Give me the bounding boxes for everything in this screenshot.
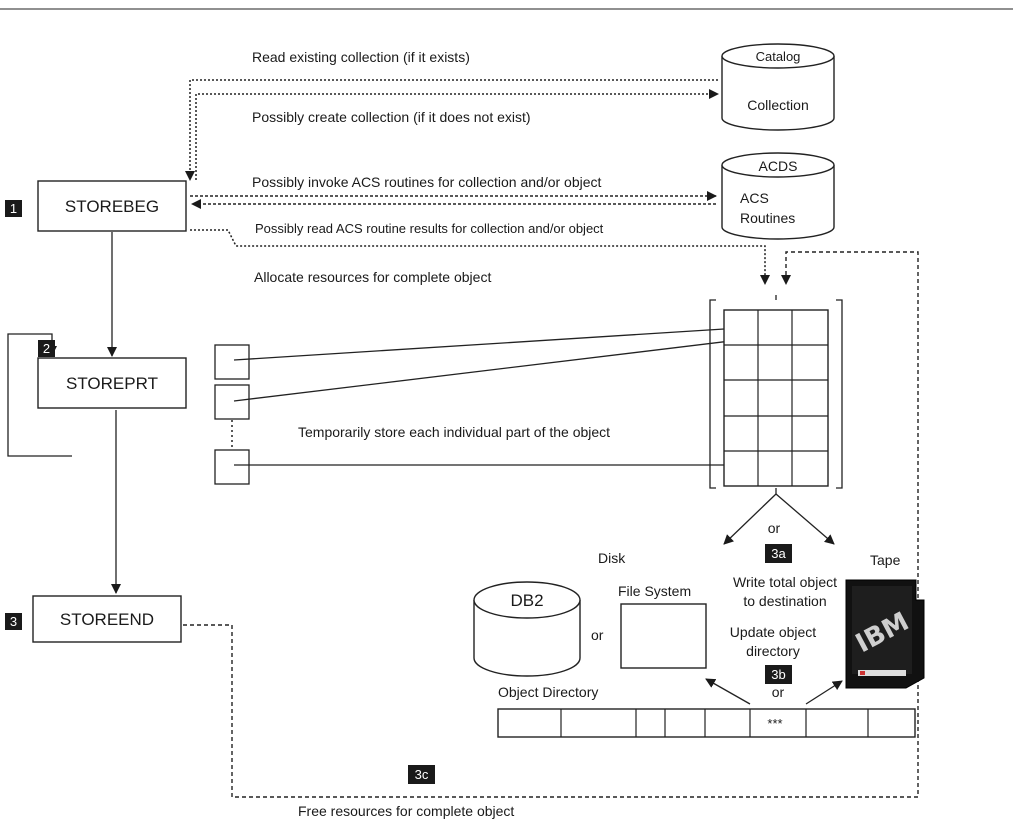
part-box: [214, 344, 250, 380]
storeend-box: [32, 595, 182, 643]
temp-store-text: Temporarily store each individual part o…: [298, 424, 610, 440]
collection-label: Collection: [747, 97, 808, 113]
db2-label: DB2: [510, 591, 543, 610]
part-box: [214, 449, 250, 485]
storebeg-box: [37, 180, 187, 232]
catalog-label: Catalog: [756, 49, 801, 64]
step-3b-label: 3b: [771, 667, 785, 682]
step-3-badge: [5, 613, 22, 630]
file-system-box: [620, 603, 707, 669]
object-directory-text: Object Directory: [498, 684, 598, 700]
update-dir-line2: directory: [746, 643, 800, 659]
storeend-label: STOREEND: [60, 610, 154, 629]
free-resources-loop: [183, 251, 919, 798]
step-1-badge: [5, 200, 22, 217]
dir-to-disk-arrow: [705, 678, 751, 705]
to-disk-arrow: [723, 493, 777, 545]
or-top-text: or: [768, 520, 781, 536]
catalog-connectors: [185, 79, 719, 181]
storeprt-label: STOREPRT: [66, 374, 158, 393]
invoke-acs-text: Possibly invoke ACS routines for collect…: [252, 174, 602, 190]
directory-entry-marker: ***: [767, 716, 782, 731]
step-3-label: 3: [10, 614, 17, 629]
or-bottom-text: or: [772, 684, 785, 700]
step-2-badge: [38, 340, 55, 357]
part-box: [214, 384, 250, 420]
step-1-label: 1: [10, 201, 17, 216]
step-3b-badge: [765, 665, 792, 684]
routines-label: Routines: [740, 210, 795, 226]
dir-to-tape-arrow: [805, 680, 843, 705]
step-3a-label: 3a: [771, 546, 786, 561]
tape-text: Tape: [870, 552, 901, 568]
read-acs-text: Possibly read ACS routine results for co…: [255, 221, 604, 236]
create-collection-text: Possibly create collection (if it does n…: [252, 109, 531, 125]
update-dir-line1: Update object: [730, 624, 817, 640]
acds-label: ACDS: [759, 158, 798, 174]
buffer-grid: [709, 295, 843, 494]
free-resources-text: Free resources for complete object: [298, 803, 514, 819]
step-3c-badge: [408, 765, 435, 784]
storebeg-label: STOREBEG: [65, 197, 159, 216]
storeprt-box: [37, 357, 187, 409]
write-total-line1: Write total object: [733, 574, 837, 590]
read-collection-text: Read existing collection (if it exists): [252, 49, 470, 65]
step-3a-badge: [765, 544, 792, 563]
db2-cylinder: DB2: [473, 581, 581, 677]
acs-label: ACS: [740, 190, 769, 206]
object-directory-bar: ***: [497, 708, 916, 738]
acs-connectors: [190, 191, 770, 285]
catalog-cylinder: Catalog Collection: [721, 43, 835, 131]
acds-cylinder: ACDS ACS Routines: [721, 152, 835, 240]
allocate-text: Allocate resources for complete object: [254, 269, 491, 285]
file-system-text: File System: [618, 583, 691, 599]
tape-cartridge: IBM: [845, 579, 925, 689]
write-total-line2: to destination: [743, 593, 826, 609]
disk-text: Disk: [598, 550, 626, 566]
or-disk-text: or: [591, 627, 604, 643]
to-tape-arrow: [775, 493, 835, 545]
step-2-label: 2: [43, 341, 50, 356]
object-parts: [214, 323, 813, 485]
step-3c-label: 3c: [415, 767, 429, 782]
